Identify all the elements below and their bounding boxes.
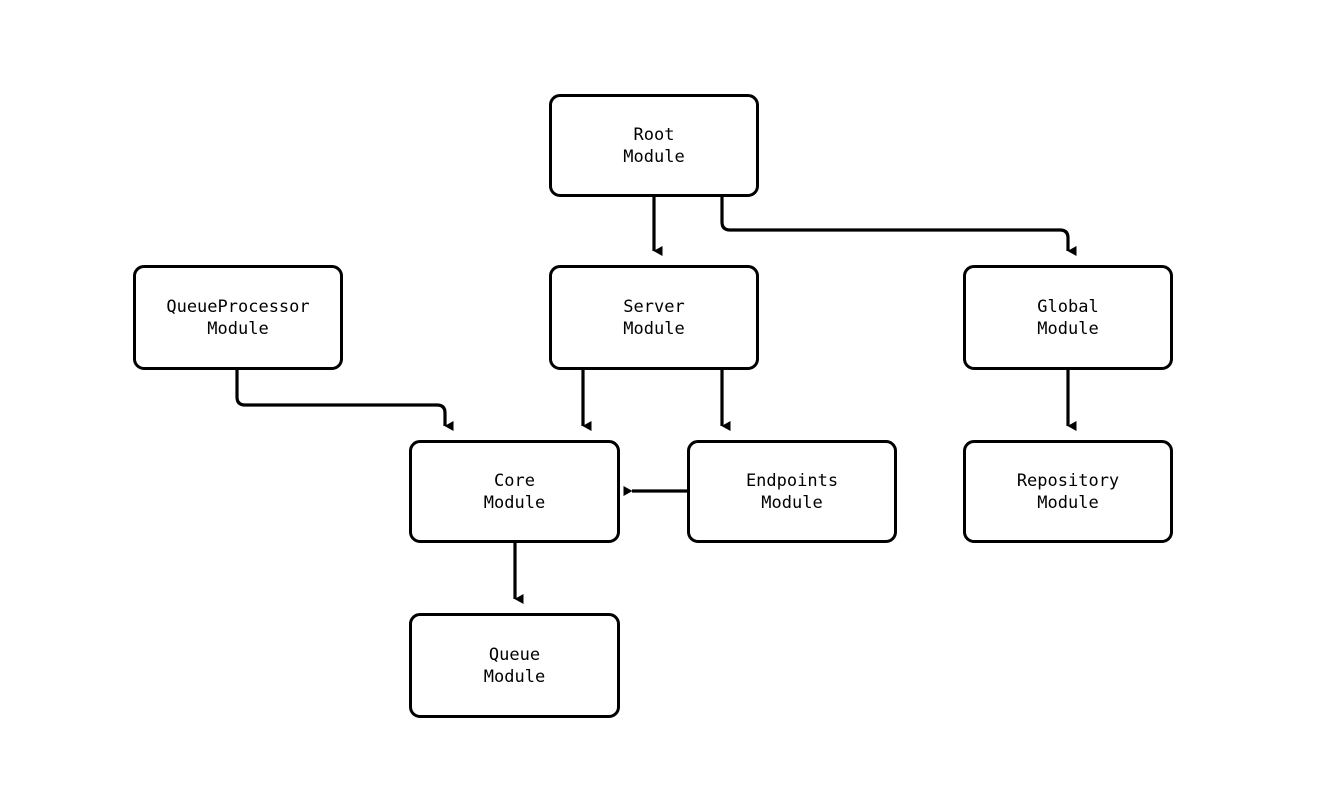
node-server-label-line2: Module [623,318,685,339]
node-queueprocessor[interactable]: QueueProcessor Module [133,265,343,370]
node-server[interactable]: Server Module [549,265,759,370]
node-repository-label-line1: Repository [1016,470,1120,491]
node-server-label-line1: Server [623,296,685,317]
node-root[interactable]: Root Module [549,94,759,197]
node-endpoints-label-line2: Module [761,492,823,513]
node-endpoints[interactable]: Endpoints Module [687,440,897,543]
node-repository-label-line2: Module [1037,492,1099,513]
node-global-label-line2: Module [1037,318,1099,339]
node-root-label-line1: Root [633,124,675,145]
node-repository[interactable]: Repository Module [963,440,1173,543]
node-global-label-line1: Global [1037,296,1099,317]
node-core-label-line2: Module [483,492,546,513]
node-queueprocessor-label-line1: QueueProcessor [166,296,310,317]
edge-root-to-global [720,197,1077,256]
edge-queueprocessor-to-core [235,370,454,431]
node-global[interactable]: Global Module [963,265,1173,370]
node-endpoints-label-line1: Endpoints [745,470,839,491]
node-queue-label-line1: Queue [488,644,541,665]
node-queue[interactable]: Queue Module [409,613,620,718]
node-core-label-line1: Core [494,470,535,491]
node-root-label-line2: Module [623,146,685,167]
node-queueprocessor-label-line2: Module [207,318,269,339]
node-core[interactable]: Core Module [409,440,620,543]
node-queue-label-line2: Module [483,666,546,687]
